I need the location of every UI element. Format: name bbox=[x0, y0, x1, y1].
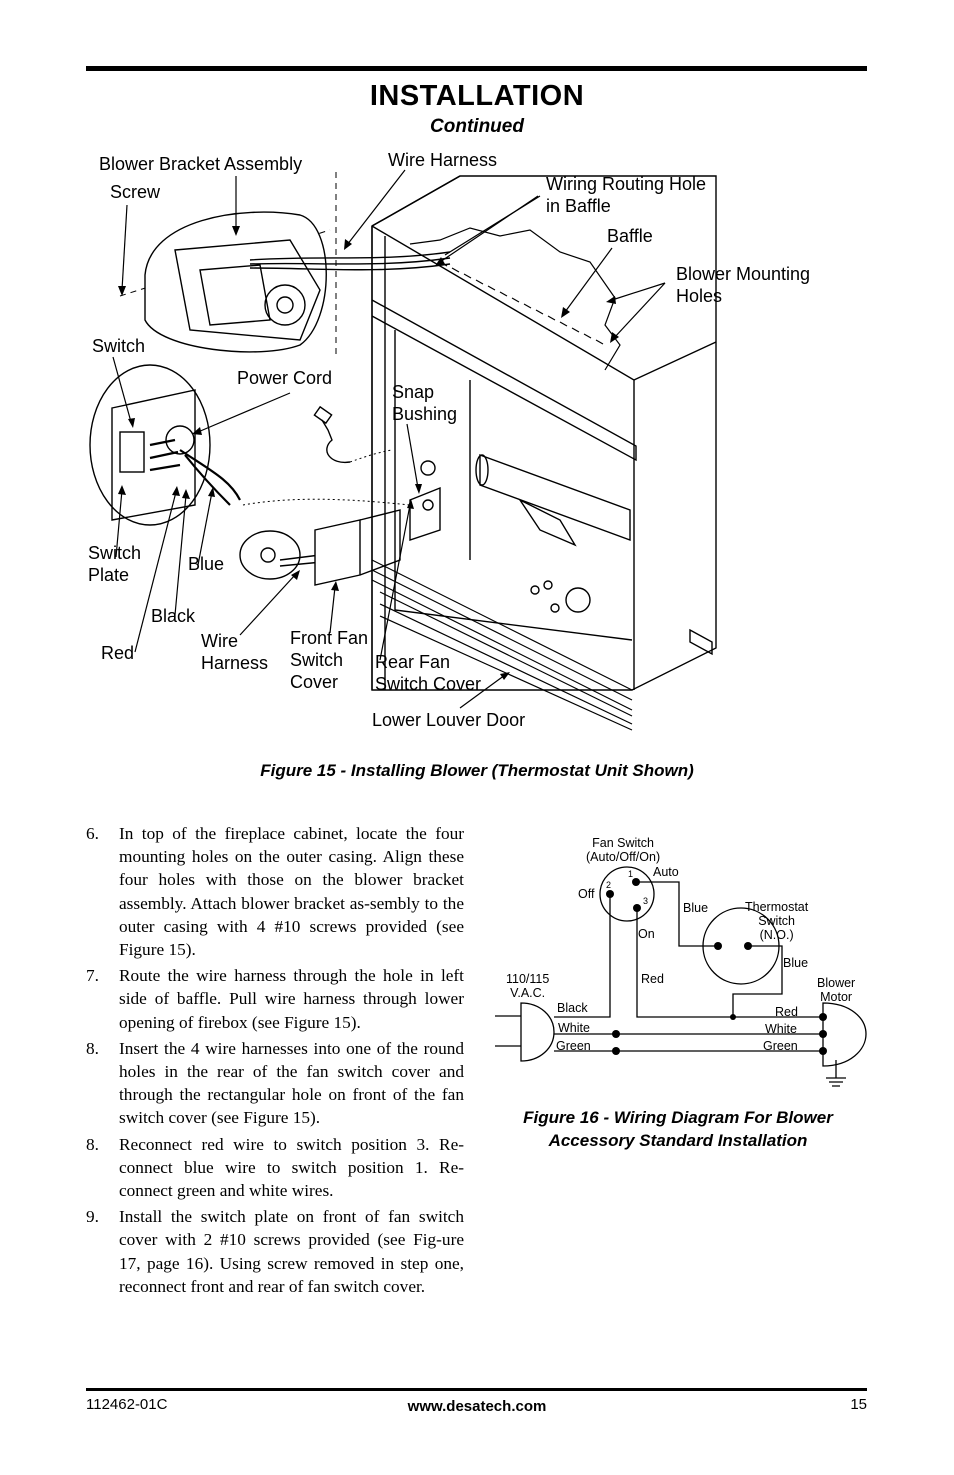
header-rule bbox=[86, 66, 867, 71]
step-number: 7. bbox=[86, 966, 99, 986]
figure-15-illustration bbox=[89, 169, 717, 731]
blower-motor-shape bbox=[822, 1002, 867, 1067]
step-item: 9. Install the switch plate on front of f… bbox=[86, 1205, 464, 1298]
label-black-wire: Black bbox=[557, 1001, 588, 1015]
label-blower-mounting-holes: Blower Mounting Holes bbox=[676, 264, 811, 306]
label-thermostat: Thermostat Switch (N.O.) bbox=[745, 900, 809, 942]
label-power-cord: Power Cord bbox=[237, 368, 333, 388]
page-title: INSTALLATION bbox=[369, 80, 585, 112]
step-item: 6. In top of the fireplace cabinet, locat… bbox=[86, 822, 464, 961]
label-pos-1: 1 bbox=[628, 869, 634, 879]
label-black: Black bbox=[151, 606, 196, 626]
step-item: 7. Route the wire harness through the hol… bbox=[86, 964, 464, 1034]
step-number: 8. bbox=[86, 1134, 99, 1154]
footer-rule bbox=[86, 1388, 867, 1391]
label-green-right: Green bbox=[763, 1039, 798, 1053]
label-green-left: Green bbox=[556, 1039, 591, 1053]
label-rear-fan-switch-cover: Rear Fan Switch Cover bbox=[375, 652, 482, 694]
figure-16-caption: Figure 16 - Wiring Diagram For Blower Ac… bbox=[523, 1108, 833, 1150]
plug-shape bbox=[520, 1002, 555, 1062]
label-blower-bracket-assembly: Blower Bracket Assembly bbox=[99, 154, 303, 174]
label-blue-2: Blue bbox=[783, 956, 809, 970]
step-number: 8. bbox=[86, 1038, 99, 1058]
label-front-fan-switch-cover: Front Fan Switch Cover bbox=[290, 628, 369, 692]
step-text: In top of the fireplace cabinet, locate … bbox=[119, 824, 464, 960]
step-number: 6. bbox=[86, 824, 99, 843]
label-white-right: White bbox=[765, 1022, 797, 1036]
label-wire-harness-bottom: Wire Harness bbox=[201, 631, 269, 673]
doc-number: 112462-01C bbox=[86, 1396, 168, 1413]
figure-16-wiring-diagram bbox=[495, 866, 867, 1087]
label-supply: 110/115 V.A.C. bbox=[506, 972, 550, 1000]
label-snap-bushing: Snap Bushing bbox=[392, 382, 458, 424]
label-blower-motor: Blower Motor bbox=[817, 976, 856, 1004]
page-subtitle: Continued bbox=[430, 116, 524, 137]
label-lower-louver-door: Lower Louver Door bbox=[372, 710, 526, 730]
label-auto: Auto bbox=[653, 865, 679, 879]
figure-15-caption: Figure 15 - Installing Blower (Thermosta… bbox=[260, 761, 694, 780]
page-number: 15 bbox=[850, 1396, 867, 1413]
label-on: On bbox=[638, 927, 655, 941]
step-number: 9. bbox=[86, 1207, 99, 1227]
step-item: 8. Insert the 4 wire harnesses into one o… bbox=[86, 1037, 464, 1130]
label-white-left: White bbox=[558, 1021, 590, 1035]
label-off: Off bbox=[578, 887, 595, 901]
label-red-1: Red bbox=[641, 972, 664, 986]
label-blue-1: Blue bbox=[683, 901, 709, 915]
step-text: Route the wire harness through the hole … bbox=[119, 966, 464, 1032]
step-text: Install the switch plate on front of fan… bbox=[119, 1207, 464, 1296]
installation-steps: 6. In top of the fireplace cabinet, locat… bbox=[86, 822, 464, 1301]
step-text: Insert the 4 wire harnesses into one of … bbox=[119, 1038, 464, 1128]
label-blue: Blue bbox=[188, 554, 225, 574]
label-red: Red bbox=[101, 643, 135, 663]
website-link[interactable]: www.desatech.com bbox=[407, 1398, 547, 1415]
label-pos-3: 3 bbox=[643, 896, 649, 906]
label-wiring-routing-hole: Wiring Routing Hole in Baffle bbox=[546, 174, 707, 216]
step-item: 8. Reconnect red wire to switch position … bbox=[86, 1133, 464, 1203]
label-fan-switch: Fan Switch (Auto/Off/On) bbox=[586, 836, 661, 864]
label-switch-plate: Switch Plate bbox=[88, 543, 142, 585]
step-text: Reconnect red wire to switch position 3.… bbox=[119, 1134, 464, 1201]
label-pos-2: 2 bbox=[606, 880, 612, 890]
label-screw: Screw bbox=[110, 182, 161, 202]
label-baffle: Baffle bbox=[607, 226, 653, 246]
label-red-2: Red bbox=[775, 1005, 798, 1019]
label-wire-harness-top: Wire Harness bbox=[388, 150, 498, 170]
label-switch: Switch bbox=[92, 336, 146, 356]
